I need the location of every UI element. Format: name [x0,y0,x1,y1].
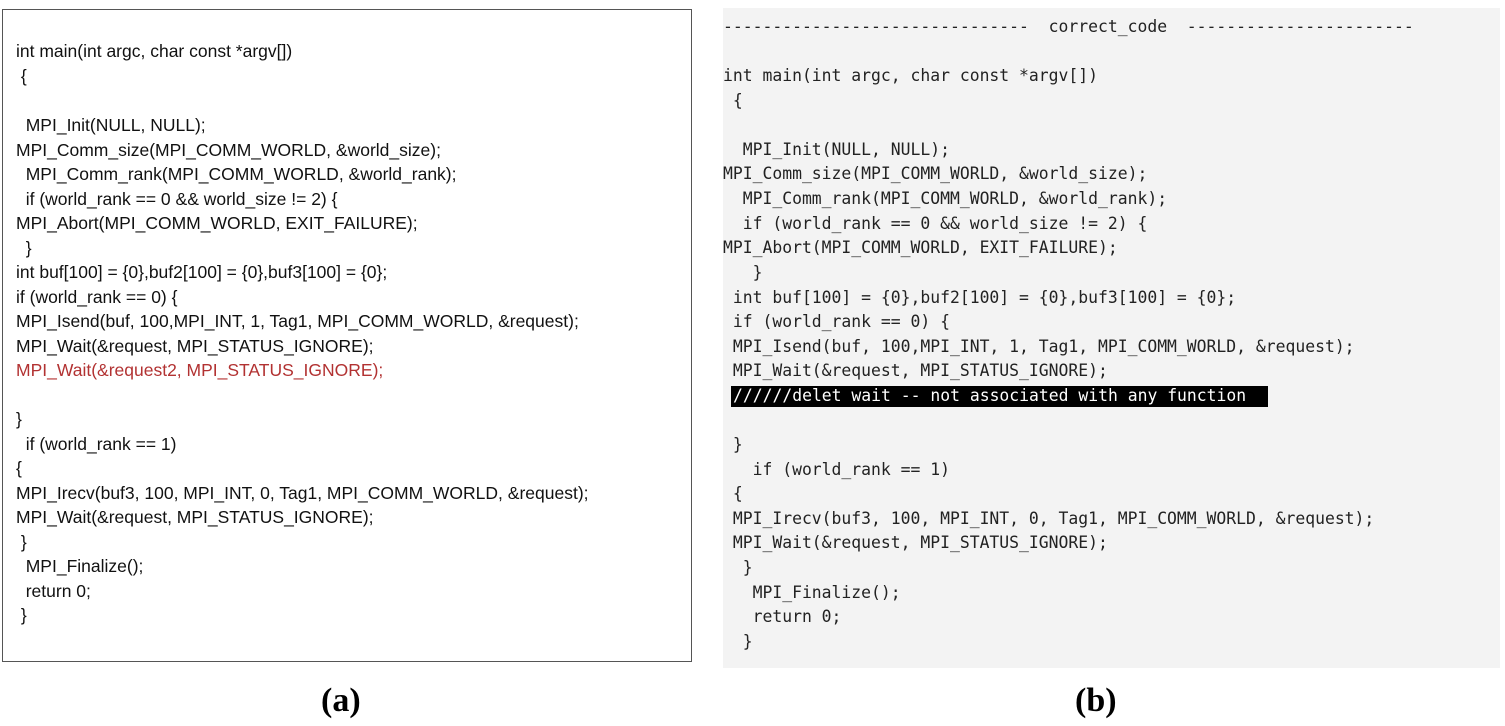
code-line-a-3: MPI_Init(NULL, NULL); [16,115,206,135]
code-line-b-6: if (world_rank == 0 && world_size != 2) … [723,214,1148,233]
code-line-b-21: return 0; [723,607,842,626]
code-line-b-3: MPI_Init(NULL, NULL); [723,140,950,159]
code-line-a-2: { [16,66,27,86]
code-line-a-21: return 0; [16,581,91,601]
code-line-b-17: MPI_Irecv(buf3, 100, MPI_INT, 0, Tag1, M… [723,509,1375,528]
code-line-b-20: MPI_Finalize(); [723,583,901,602]
code-line-a-15: if (world_rank == 1) [16,434,177,454]
code-line-b-8: } [723,263,763,282]
code-line-a-9: int buf[100] = {0},buf2[100] = {0},buf3[… [16,262,388,282]
code-line-a-19: } [16,532,27,552]
code-line-b-15: if (world_rank == 1) [723,460,950,479]
code-line-b-10: if (world_rank == 0) { [723,312,950,331]
code-line-a-11: MPI_Isend(buf, 100,MPI_INT, 1, Tag1, MPI… [16,311,579,331]
code-line-b-22: } [723,632,753,651]
code-panel-original: int main(int argc, char const *argv[]) {… [2,9,692,662]
code-line-a-1: int main(int argc, char const *argv[]) [16,41,293,61]
code-line-b-11: MPI_Isend(buf, 100,MPI_INT, 1, Tag1, MPI… [723,337,1355,356]
highlighted-wait-line: MPI_Wait(&request2, MPI_STATUS_IGNORE); [16,360,384,380]
code-line-b-9: int buf[100] = {0},buf2[100] = {0},buf3[… [723,288,1237,307]
code-line-b-7: MPI_Abort(MPI_COMM_WORLD, EXIT_FAILURE); [723,238,1118,257]
code-line-a-14: } [16,409,22,429]
code-line-a-17: MPI_Irecv(buf3, 100, MPI_INT, 0, Tag1, M… [16,483,589,503]
code-panel-correct: ------------------------------- correct_… [723,8,1500,668]
code-line-a-6: if (world_rank == 0 && world_size != 2) … [16,189,338,209]
code-line-b-1: int main(int argc, char const *argv[]) [723,66,1098,85]
panel-label-b: (b) [1075,682,1117,719]
code-line-a-7: MPI_Abort(MPI_COMM_WORLD, EXIT_FAILURE); [16,213,418,233]
code-line-a-8: } [16,238,32,258]
code-line-b-4: MPI_Comm_size(MPI_COMM_WORLD, &world_siz… [723,164,1148,183]
code-line-a-18: MPI_Wait(&request, MPI_STATUS_IGNORE); [16,507,374,527]
code-line-b-14: } [723,435,743,454]
code-line-b-18: MPI_Wait(&request, MPI_STATUS_IGNORE); [723,533,1108,552]
code-line-b-12: MPI_Wait(&request, MPI_STATUS_IGNORE); [723,361,1108,380]
code-line-b-5: MPI_Comm_rank(MPI_COMM_WORLD, &world_ran… [723,189,1168,208]
code-line-a-22: } [16,605,27,625]
deleted-wait-comment: //////delet wait -- not associated with … [731,386,1269,408]
code-line-a-12: MPI_Wait(&request, MPI_STATUS_IGNORE); [16,336,374,356]
code-line-a-4: MPI_Comm_size(MPI_COMM_WORLD, &world_siz… [16,140,441,160]
code-line-a-5: MPI_Comm_rank(MPI_COMM_WORLD, &world_ran… [16,164,457,184]
code-line-a-10: if (world_rank == 0) { [16,287,178,307]
code-line-a-20: MPI_Finalize(); [16,556,144,576]
code-line-a-16: { [16,458,22,478]
code-line-b-19: } [723,558,753,577]
panel-label-a: (a) [321,682,361,719]
correct-code-header: ------------------------------- correct_… [723,17,1414,36]
code-line-b-16: { [723,484,743,503]
code-line-b-2: { [723,91,743,110]
